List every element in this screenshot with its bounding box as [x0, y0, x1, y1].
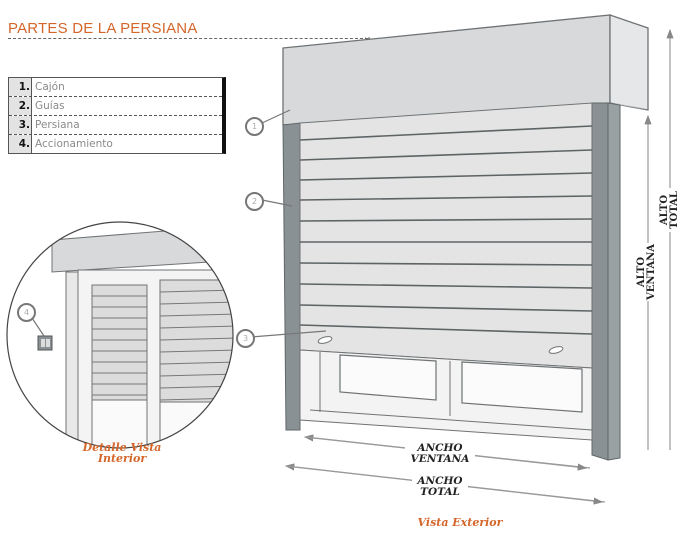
ancho-total-line1: ANCHO	[417, 475, 463, 487]
title-divider	[8, 38, 368, 39]
alto-total-line2: TOTAL	[669, 191, 680, 229]
caption-interior-line2: Interior	[97, 452, 147, 465]
caption-interior: Detalle Vista Interior	[62, 442, 182, 464]
alto-ventana-label: ALTO VENTANA	[636, 243, 657, 301]
ancho-ventana-label: ANCHO VENTANA	[405, 443, 475, 465]
legend-number: 2.	[9, 97, 32, 115]
ancho-total-label: ANCHO TOTAL	[412, 476, 468, 498]
legend-row: 2. Guías	[9, 97, 222, 116]
ancho-ventana-line1: ANCHO	[417, 442, 463, 454]
legend-row: 3. Persiana	[9, 116, 222, 135]
caption-exterior: Vista Exterior	[417, 516, 503, 529]
box-cajon	[282, 14, 649, 126]
legend-number: 4.	[9, 135, 32, 153]
legend-row: 4. Accionamiento	[9, 135, 222, 153]
ancho-ventana-line2: VENTANA	[410, 453, 470, 465]
legend-label: Accionamiento	[35, 138, 113, 150]
legend-row: 1. Cajón	[9, 78, 222, 97]
legend-label: Cajón	[35, 81, 65, 93]
legend-number: 3.	[9, 116, 32, 134]
callout-4: 4	[17, 303, 36, 322]
alto-ventana-line2: VENTANA	[646, 243, 657, 301]
legend-number: 1.	[9, 78, 32, 96]
parts-legend: 1. Cajón 2. Guías 3. Persiana 4. Acciona…	[8, 77, 226, 154]
ancho-total-line2: TOTAL	[420, 486, 460, 498]
callout-2: 2	[245, 192, 264, 211]
page-title: PARTES DE LA PERSIANA	[8, 20, 198, 37]
legend-label: Persiana	[35, 119, 80, 131]
legend-label: Guías	[35, 100, 65, 112]
callout-3: 3	[236, 329, 255, 348]
caption-interior-line1: Detalle Vista	[82, 441, 162, 454]
alto-total-label: ALTO TOTAL	[659, 188, 680, 232]
callout-1: 1	[245, 117, 264, 136]
